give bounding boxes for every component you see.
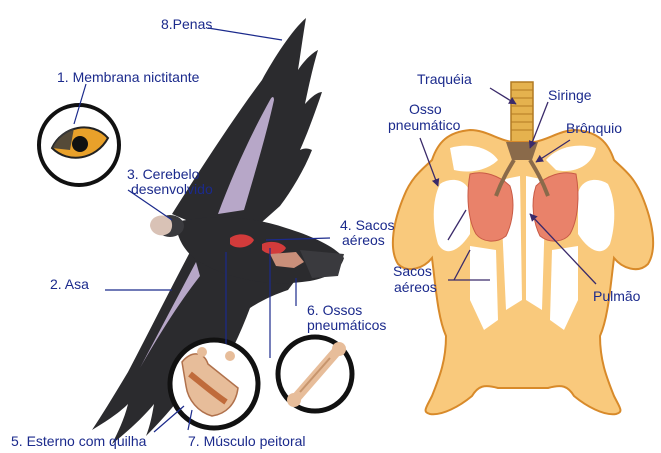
- label-osso-pneumatico-line2: pneumático: [388, 118, 460, 133]
- label-sacos-aereos-line1: 4. Sacos: [340, 218, 394, 233]
- label-osso-pneumatico-line1: Osso: [409, 102, 442, 117]
- label-esterno-com-quilha: 5. Esterno com quilha: [11, 434, 146, 449]
- label-siringe: Siringe: [548, 88, 592, 103]
- label-penas: 8.Penas: [161, 17, 212, 32]
- sternum-inset: [170, 340, 258, 428]
- eye-inset: [39, 105, 119, 185]
- label-traqueia: Traquéia: [417, 72, 472, 87]
- label-sacos-aereos-anatomy-line2: aéreos: [394, 280, 437, 295]
- label-bronquio: Brônquio: [566, 121, 622, 136]
- label-sacos-aereos-anatomy-line1: Sacos: [393, 264, 432, 279]
- label-cerebelo-line2: desenvolvido: [131, 182, 213, 197]
- label-membrana-nictitante: 1. Membrana nictitante: [57, 70, 199, 85]
- trachea: [511, 82, 533, 144]
- label-musculo-peitoral: 7. Músculo peitoral: [188, 434, 306, 449]
- right-lung: [533, 173, 578, 241]
- bone-inset: [278, 337, 352, 411]
- label-sacos-aereos-line2: aéreos: [342, 233, 385, 248]
- label-cerebelo-line1: 3. Cerebelo: [127, 167, 199, 182]
- label-asa: 2. Asa: [50, 277, 89, 292]
- label-pulmao: Pulmão: [593, 289, 640, 304]
- left-lung: [468, 173, 513, 241]
- label-ossos-pneumaticos-line2: pneumáticos: [307, 318, 386, 333]
- label-ossos-pneumaticos-line1: 6. Ossos: [307, 303, 362, 318]
